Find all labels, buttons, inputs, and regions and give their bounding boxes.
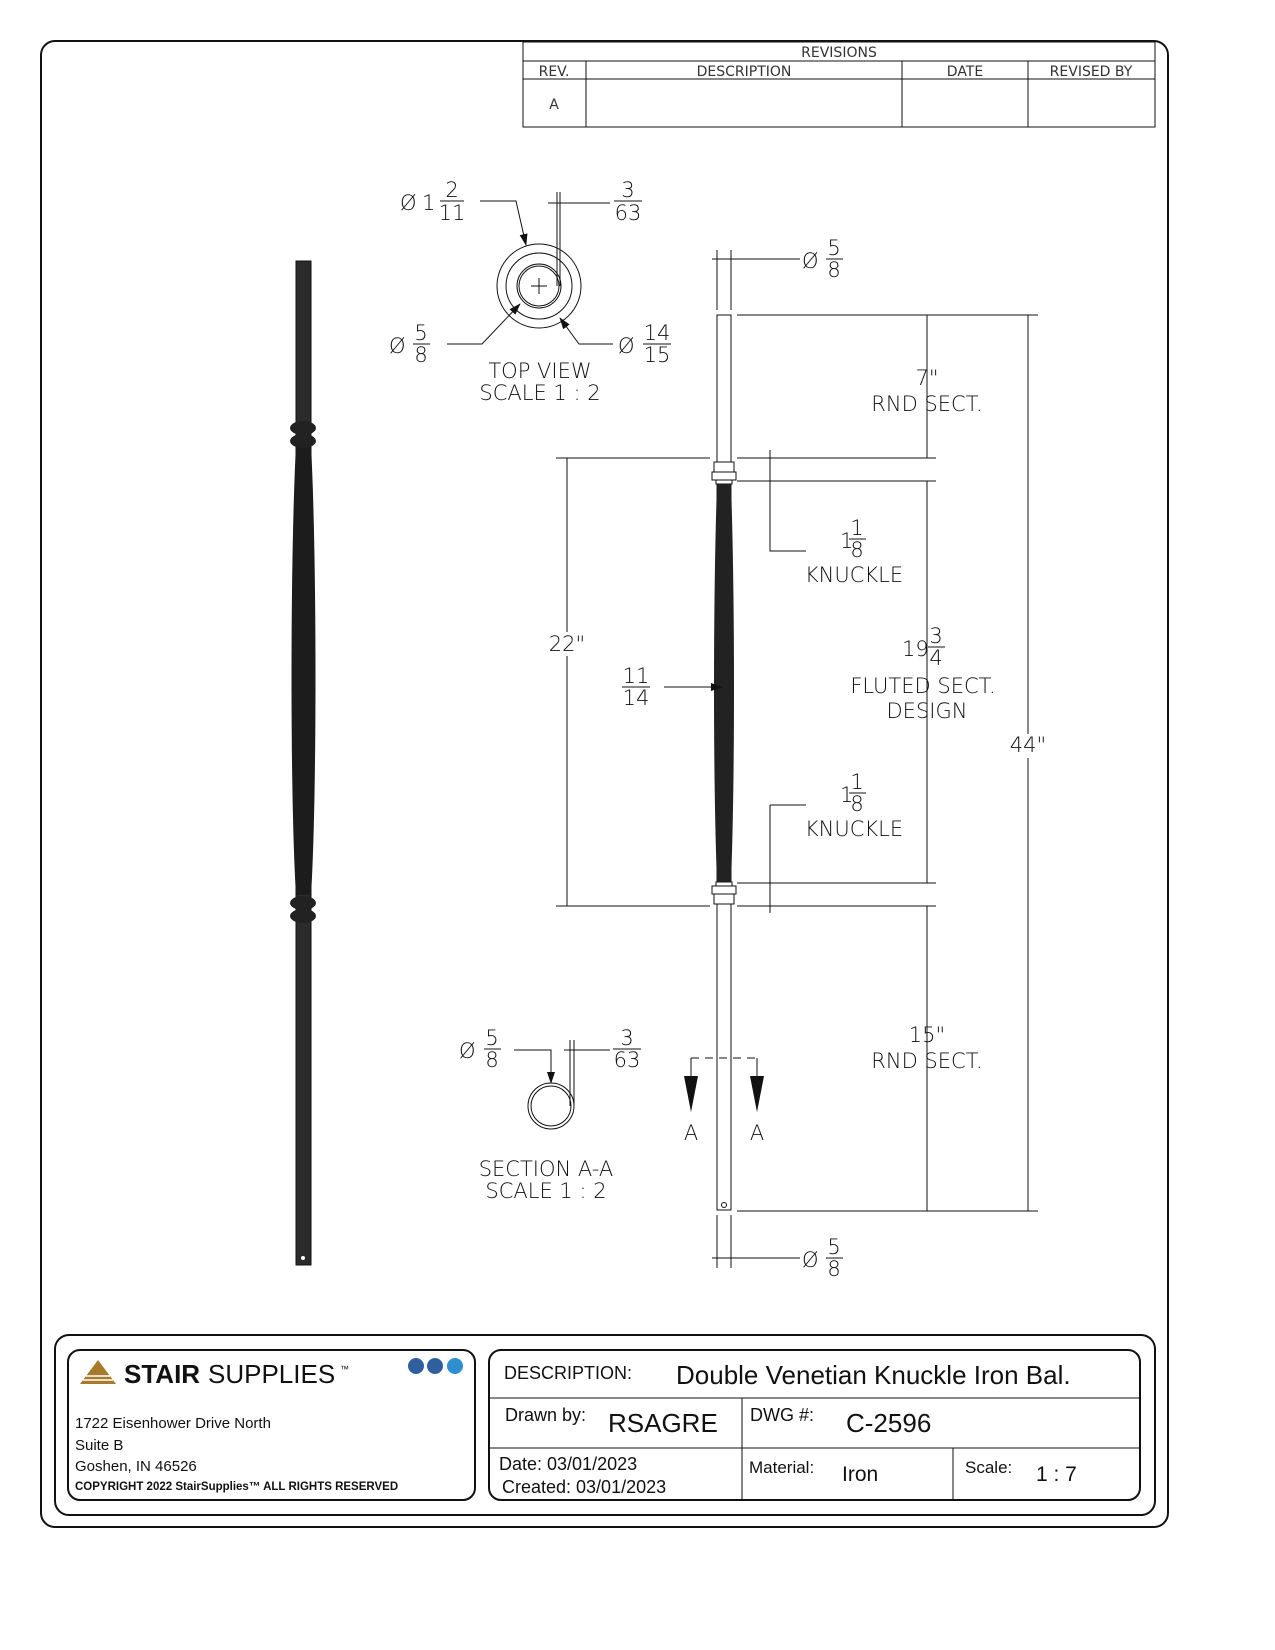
title-block: STAIR SUPPLIES ™ 1722 Eisenhower Drive N…	[54, 1334, 1156, 1516]
center-span: 22"	[549, 632, 585, 656]
bottom-dia-sym: Ø	[802, 1248, 819, 1272]
address-line1: 1722 Eisenhower Drive North	[75, 1415, 271, 1432]
sheet-border	[40, 40, 1169, 1528]
fluted-num: 3	[929, 624, 942, 648]
dim-outer-num: 2	[445, 178, 458, 202]
dim-outer-den: 11	[439, 201, 466, 225]
dim-inner-sym: Ø	[389, 334, 406, 358]
facebook-icon[interactable]	[408, 1358, 424, 1374]
top-dia-den: 8	[827, 258, 840, 282]
dim-inner-den: 8	[414, 343, 427, 367]
revisions-title: REVISIONS	[801, 45, 877, 61]
brand-logo-icon	[80, 1360, 116, 1384]
twitter-icon[interactable]	[447, 1358, 463, 1374]
top-round-label: RND SECT.	[871, 392, 982, 416]
dim-mid-den: 15	[644, 343, 671, 367]
brand-light: SUPPLIES	[208, 1359, 335, 1389]
overall-length: 44"	[1010, 733, 1046, 757]
date: Date: 03/01/2023	[499, 1454, 637, 1474]
col-date: DATE	[947, 64, 983, 80]
revisions-table: REVISIONS REV. DESCRIPTION DATE REVISED …	[522, 41, 1156, 128]
section-dia-den: 8	[485, 1048, 498, 1072]
material-value: Iron	[842, 1463, 878, 1486]
knuckle-bottom-whole: 1	[840, 783, 853, 807]
fluted-label2: DESIGN	[887, 699, 968, 723]
dim-outer-whole: 1	[422, 191, 435, 215]
bottom-round-value: 15"	[909, 1023, 945, 1047]
cut-label-left: A	[684, 1121, 698, 1145]
section-scale: SCALE 1 : 2	[485, 1179, 606, 1203]
dwg-label: DWG #:	[750, 1405, 814, 1425]
dim-outer-sym: Ø	[400, 191, 417, 215]
knuckle-bottom-label: KNUCKLE	[805, 817, 903, 841]
top-round-value: 7"	[915, 366, 938, 390]
brand-bold: STAIR	[124, 1359, 200, 1389]
scale-label: Scale:	[965, 1458, 1012, 1477]
baluster-render	[290, 260, 316, 1266]
section-view: Ø 5 8 3 63 SECTION A-A SCALE 1 : 2	[459, 1026, 641, 1203]
section-wall-den: 63	[614, 1048, 641, 1072]
fluted-den: 4	[929, 646, 942, 670]
section-wall-num: 3	[620, 1026, 633, 1050]
dim-wall-num: 3	[621, 178, 634, 202]
dim-mid-num: 14	[644, 321, 671, 345]
scale-value: 1 : 7	[1036, 1463, 1077, 1486]
bottom-round-label: RND SECT.	[871, 1049, 982, 1073]
col-description: DESCRIPTION	[697, 64, 792, 80]
knuckle-bottom-num: 1	[850, 770, 863, 794]
top-view: Ø 1 2 11 3 63 Ø 5 8 Ø 14 15 TOP VIEW SCA…	[389, 178, 671, 405]
fluted-label1: FLUTED SECT.	[850, 674, 995, 698]
top-view-scale: SCALE 1 : 2	[479, 381, 600, 405]
material-label: Material:	[749, 1458, 814, 1477]
description-value: Double Venetian Knuckle Iron Bal.	[676, 1360, 1071, 1390]
drawn-by-label: Drawn by:	[505, 1405, 586, 1425]
section-dia-num: 5	[485, 1026, 498, 1050]
section-label: SECTION A-A	[479, 1157, 614, 1181]
address-line3: Goshen, IN 46526	[75, 1458, 197, 1475]
top-view-label: TOP VIEW	[488, 359, 591, 383]
dim-inner-num: 5	[414, 321, 427, 345]
top-dia-sym: Ø	[802, 249, 819, 273]
fluted-width-den: 14	[623, 686, 650, 710]
section-dia-sym: Ø	[459, 1039, 476, 1063]
top-dia-num: 5	[827, 236, 840, 260]
knuckle-top-den: 8	[850, 538, 863, 562]
dwg-value: C-2596	[846, 1408, 931, 1438]
fluted-whole: 19	[902, 637, 929, 661]
brand-tm: ™	[340, 1364, 349, 1374]
address-line2: Suite B	[75, 1437, 123, 1454]
bottom-dia-den: 8	[827, 1257, 840, 1281]
knuckle-top-label: KNUCKLE	[805, 563, 903, 587]
bottom-dia-num: 5	[827, 1235, 840, 1259]
fluted-width-num: 11	[623, 664, 650, 688]
description-label: DESCRIPTION:	[504, 1363, 632, 1383]
knuckle-top-whole: 1	[840, 529, 853, 553]
created-date: Created: 03/01/2023	[502, 1477, 666, 1497]
drawn-by-value: RSAGRE	[608, 1408, 718, 1438]
front-view: Ø 5 8 Ø 5 8 7" RND SECT. 1 1 8 KNUCKLE 1…	[549, 236, 1046, 1281]
knuckle-top-num: 1	[850, 516, 863, 540]
knuckle-bottom-den: 8	[850, 792, 863, 816]
col-revised-by: REVISED BY	[1050, 64, 1133, 80]
copyright: COPYRIGHT 2022 StairSupplies™ ALL RIGHTS…	[75, 1481, 398, 1493]
cut-label-right: A	[750, 1121, 764, 1145]
rev-cell: A	[549, 97, 559, 113]
dim-wall-den: 63	[615, 201, 642, 225]
col-rev: REV.	[539, 64, 570, 80]
linkedin-icon[interactable]	[427, 1358, 443, 1374]
dim-mid-sym: Ø	[618, 334, 635, 358]
